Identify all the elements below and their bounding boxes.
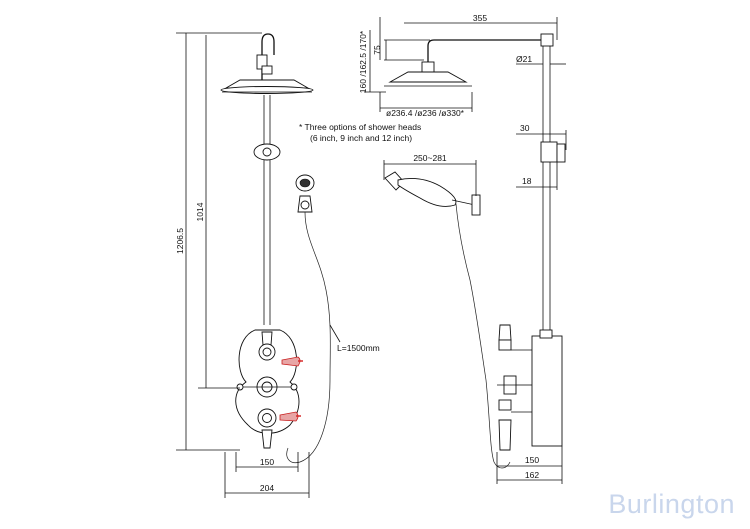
front-diverter-end-left [236,383,244,391]
dim-handset-reach-label: 250~281 [413,153,447,163]
front-handset-face [299,178,311,188]
dim-riser-height-label: 1014 [195,202,205,221]
side-bottom-handle-base [498,399,512,411]
front-head-connector [261,65,273,75]
side-valve-top-nut [539,329,553,339]
front-cold-lever [279,411,299,422]
side-bracket-wall-plate [556,143,566,163]
front-view: 1206.5 1014 150 204 [175,32,331,498]
dim-riser-dia-label: Ø21 [516,54,532,64]
front-top-handle [261,331,273,346]
side-riser-bracket [540,141,558,163]
dim-overall-height-label: 1206.5 [175,228,185,254]
dim-front-centres-label: 150 [260,457,274,467]
dim-bracket-offset-label: 30 [520,123,530,133]
front-bottom-handle [261,429,273,449]
side-arm-elbow [540,33,554,47]
side-view: 355 75 160 /162.5 /170* ø236.4 /ø236 /ø3… [358,13,567,484]
side-holder-arm [451,199,476,206]
front-shower-arm [261,33,275,88]
front-holder-knob [300,200,310,210]
dim-side-depth-label: 162 [525,470,539,480]
side-shower-head [388,71,468,83]
dim-wall-offset-label: 18 [522,176,532,186]
side-holder-plate [471,194,481,216]
note-line-2: (6 inch, 9 inch and 12 inch) [310,133,412,143]
side-top-handle [498,324,512,341]
dim-head-drop-label: 160 /162.5 /170* [358,30,368,93]
side-top-handle-base [498,339,512,351]
dim-head-dia-label: ø236.4 /ø236 /ø330* [386,108,465,118]
side-valve-body [531,335,563,447]
front-diverter-end-right [290,383,298,391]
front-hose [286,211,331,464]
note-line-1: * Three options of shower heads [299,122,421,132]
hose-length-leader [329,324,341,343]
side-hose [455,203,511,469]
side-bottom-handle [498,419,512,451]
brand-logo: Burlington [608,489,735,519]
hose-length-label: L=1500mm [337,343,380,353]
front-bottom-knob-centre [262,413,272,423]
front-shower-head-rim [220,86,314,94]
dim-arm-drop-label: 75 [372,45,382,55]
dim-arm-length-label: 355 [473,13,487,23]
side-handset-handle [397,178,457,207]
front-top-knob-centre [262,347,272,357]
front-bracket-screw [262,147,272,157]
dim-side-centres-label: 150 [525,455,539,465]
side-head-connector [421,61,435,73]
side-shower-arm [427,39,546,62]
dim-front-width-label: 204 [260,483,274,493]
